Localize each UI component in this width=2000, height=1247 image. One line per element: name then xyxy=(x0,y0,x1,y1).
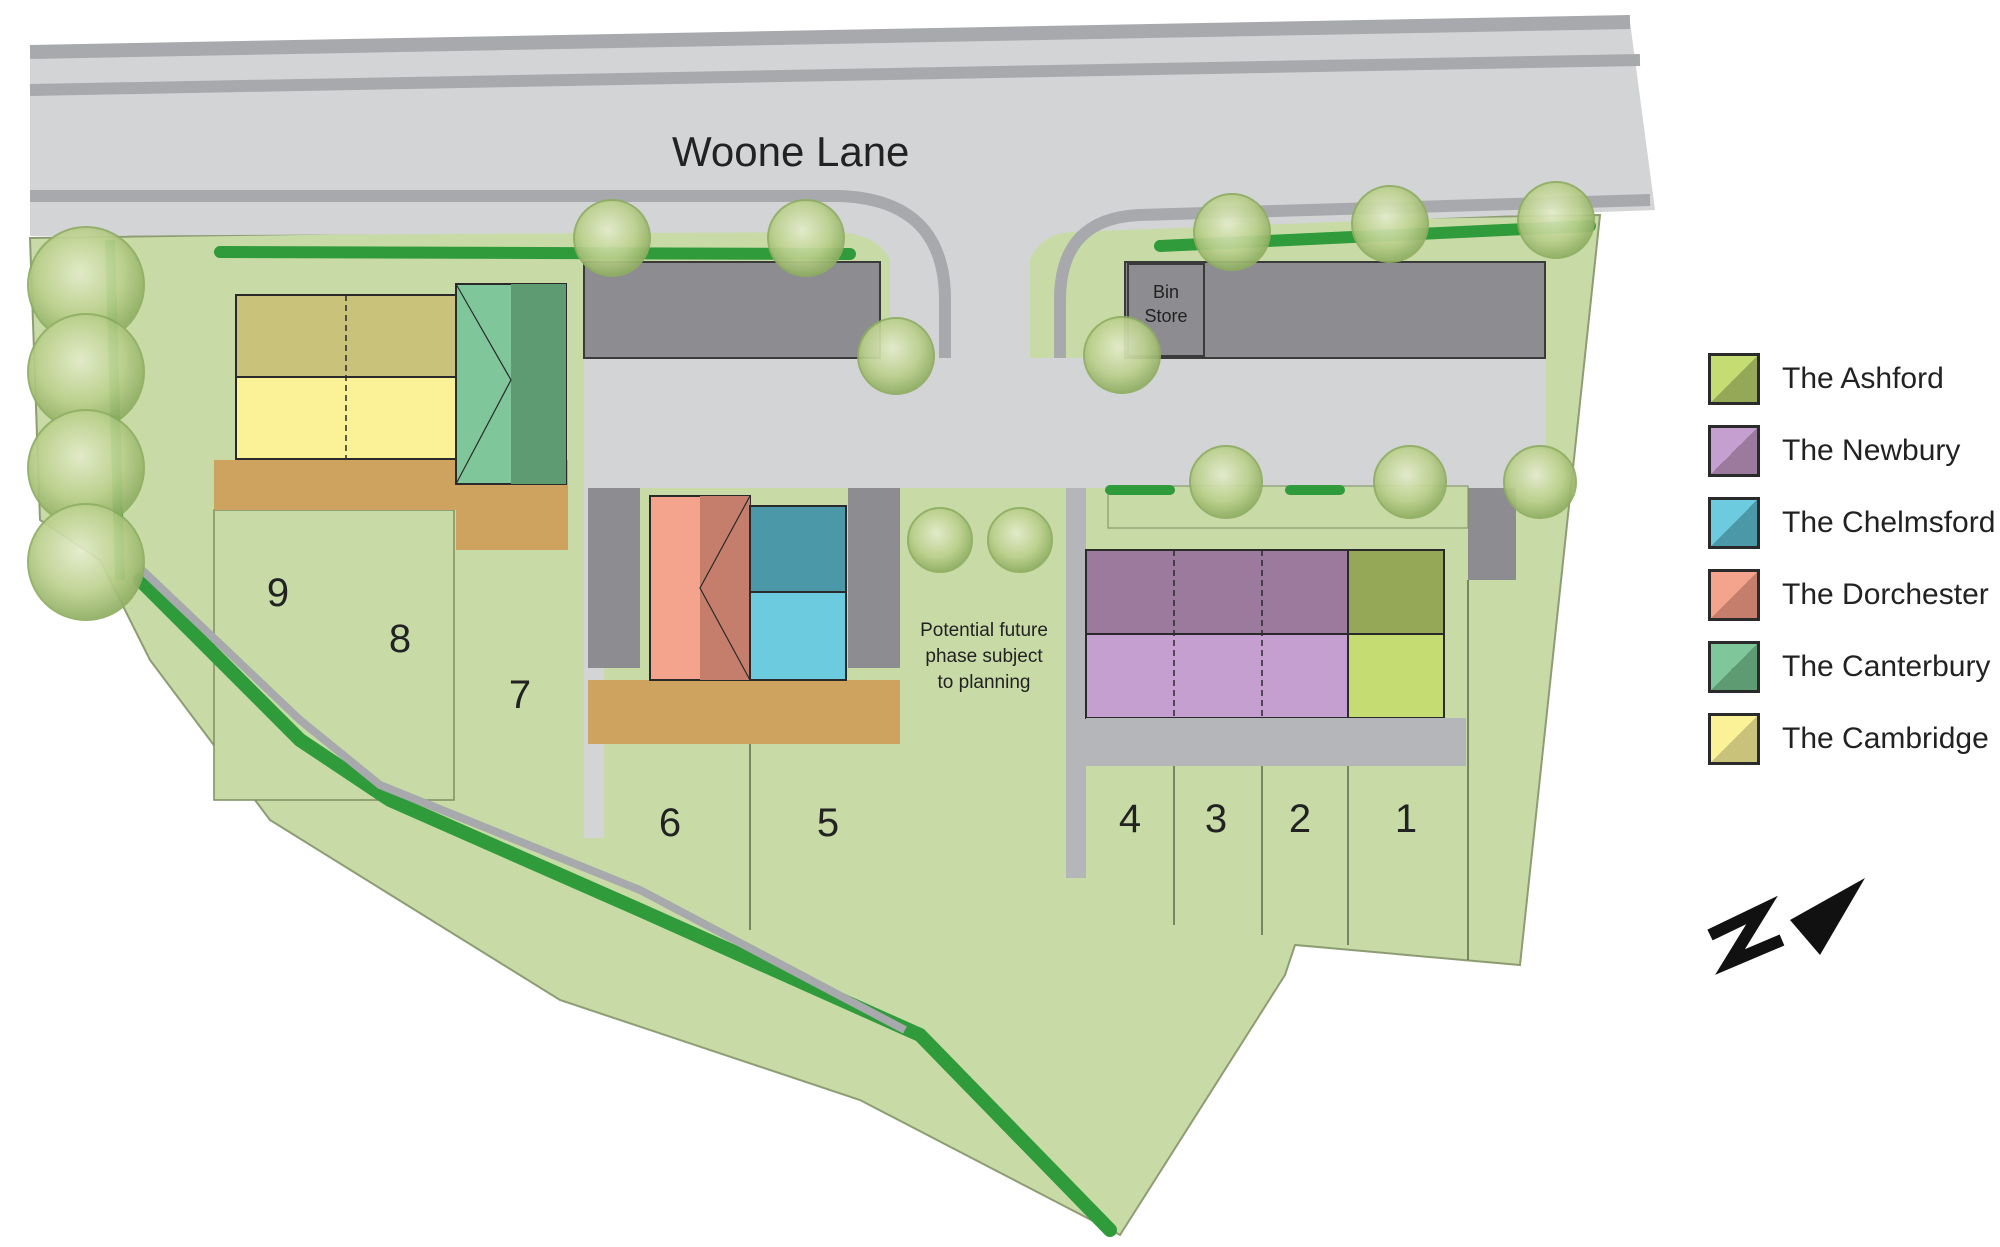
trees xyxy=(27,181,1595,621)
legend-item-canterbury: The Canterbury xyxy=(1708,640,2000,694)
woone-lane-road xyxy=(30,22,1655,390)
plot-number: 6 xyxy=(659,801,681,845)
hedge xyxy=(214,246,856,260)
footpath xyxy=(137,565,907,1034)
legend-swatch xyxy=(1708,713,1760,765)
house-type-legend: The Ashford The Newbury The Chelmsford T… xyxy=(1708,352,2000,784)
house-newbury-front xyxy=(1085,549,1349,635)
patio xyxy=(588,680,900,744)
house-chelmsford-back xyxy=(749,591,847,681)
north-arrow-icon xyxy=(1707,878,1865,975)
tree xyxy=(857,317,935,395)
driveway-terrace xyxy=(1066,488,1086,878)
house-dorchester-shade xyxy=(700,496,750,680)
legend-label: The Chelmsford xyxy=(1782,506,1996,539)
road-edge-bottom-right xyxy=(1054,194,1651,390)
parking-bays-west xyxy=(583,261,881,359)
tree xyxy=(1193,193,1271,271)
legend-label: The Newbury xyxy=(1782,434,1961,467)
plot-number: 7 xyxy=(509,673,531,717)
legend-swatch xyxy=(1708,497,1760,549)
house-ashford-back xyxy=(1347,633,1445,719)
tree xyxy=(1517,181,1595,259)
plot-number: 4 xyxy=(1119,797,1141,841)
future-phase-note: phase subject xyxy=(925,646,1043,667)
plot-number: 8 xyxy=(389,617,411,661)
house-newbury-back xyxy=(1085,633,1349,719)
plot-number: 1 xyxy=(1395,797,1417,841)
roof-hip xyxy=(455,283,512,485)
house-ashford-front xyxy=(1347,549,1445,635)
legend-label: The Cambridge xyxy=(1782,722,1989,755)
legend-swatch xyxy=(1708,425,1760,477)
legend-item-newbury: The Newbury xyxy=(1708,424,2000,478)
tree xyxy=(1351,185,1429,263)
legend-item-ashford: The Ashford xyxy=(1708,352,2000,406)
parking-bays-side xyxy=(588,488,640,668)
road-edge-bottom-left xyxy=(30,190,951,390)
road-edge-top-inner xyxy=(29,54,1641,96)
plot-number: 5 xyxy=(817,801,839,845)
legend-item-chelmsford: The Chelmsford xyxy=(1708,496,2000,550)
parking-bays-side xyxy=(848,488,900,668)
tree xyxy=(1189,445,1263,519)
legend-label: The Canterbury xyxy=(1782,650,1991,683)
bin-store-label: Store xyxy=(1144,306,1187,326)
future-phase-note: to planning xyxy=(938,672,1031,693)
tree xyxy=(1373,445,1447,519)
plot-number: 3 xyxy=(1205,797,1227,841)
rear-path xyxy=(1086,718,1466,766)
tree xyxy=(907,507,973,573)
tree xyxy=(1503,445,1577,519)
house-chelmsford-front xyxy=(749,505,847,593)
legend-label: The Ashford xyxy=(1782,362,1944,395)
road-name-label: Woone Lane xyxy=(672,128,909,175)
legend-item-dorchester: The Dorchester xyxy=(1708,568,2000,622)
legend-label: The Dorchester xyxy=(1782,578,1989,611)
road-edge-top xyxy=(29,15,1631,59)
parking-bay-east xyxy=(1468,488,1516,580)
legend-swatch xyxy=(1708,569,1760,621)
house-canterbury-shade xyxy=(511,284,566,484)
plot-number: 9 xyxy=(267,571,289,615)
bin-store xyxy=(1127,263,1205,357)
future-phase-note: Potential future xyxy=(920,620,1048,641)
legend-swatch xyxy=(1708,641,1760,693)
plot-number: 2 xyxy=(1289,797,1311,841)
roof-hip xyxy=(699,495,751,681)
tree xyxy=(767,199,845,277)
legend-swatch xyxy=(1708,353,1760,405)
tree xyxy=(1083,316,1161,394)
tree xyxy=(573,199,651,277)
legend-item-cambridge: The Cambridge xyxy=(1708,712,2000,766)
hedge xyxy=(133,573,1117,1237)
tree xyxy=(27,503,145,621)
tree xyxy=(987,507,1053,573)
bin-store-label: Bin xyxy=(1153,282,1179,302)
